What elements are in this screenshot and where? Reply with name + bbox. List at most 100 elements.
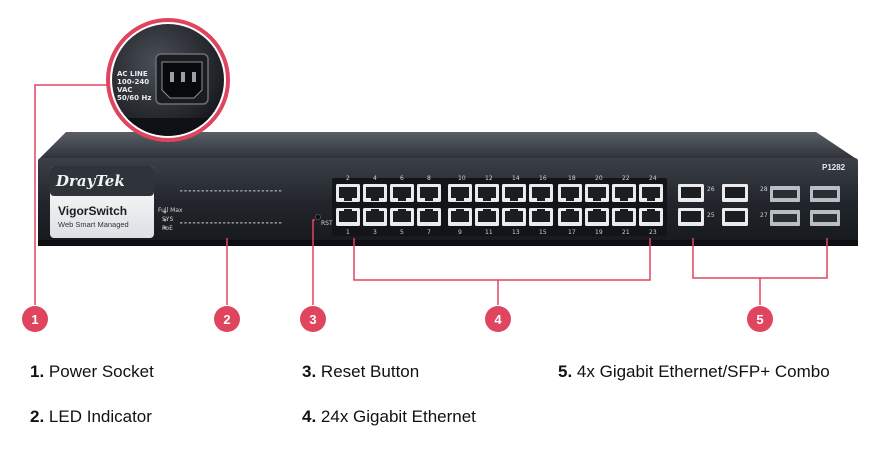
legend-number: 2 — [30, 407, 40, 426]
rj45-port-latch — [620, 198, 628, 201]
led-label-sys: SYS — [162, 216, 174, 223]
rj45-port-latch — [344, 198, 352, 201]
rj45-port-cavity — [588, 211, 606, 222]
port-number-top: 24 — [649, 175, 657, 182]
led-dot — [214, 222, 217, 224]
port-number-top: 18 — [568, 175, 576, 182]
product-subtitle: Web Smart Managed — [58, 220, 129, 229]
port-number-top: 22 — [622, 175, 630, 182]
brand-logo: DrayTek — [56, 172, 125, 190]
led-dot — [227, 222, 230, 224]
product-name: VigorSwitch — [58, 204, 128, 218]
led-dot — [274, 190, 277, 192]
port-number-top: 20 — [595, 175, 603, 182]
rj45-port-cavity — [615, 211, 633, 222]
led-dot — [218, 222, 222, 224]
led-dot — [244, 222, 247, 224]
power-label-line-1: AC LINE — [117, 70, 148, 78]
ethernet-ports — [332, 178, 667, 236]
port-number-top: 10 — [458, 175, 466, 182]
legend-text: Reset Button — [316, 362, 420, 381]
rj45-port-latch — [456, 209, 464, 212]
port-number-top: 12 — [485, 175, 493, 182]
port-number-top: 14 — [512, 175, 520, 182]
port-number-bottom: 7 — [427, 229, 431, 236]
brand-badge-top — [50, 166, 154, 196]
rj45-port-cavity — [393, 211, 411, 222]
legend-number: 4 — [302, 407, 312, 426]
status-led — [163, 218, 167, 222]
port-group — [554, 178, 667, 236]
led-dot — [197, 190, 200, 192]
sfp-slot-opening — [813, 190, 837, 198]
led-dot — [227, 190, 230, 192]
led-dot — [205, 190, 209, 192]
power-label-line-2: 100-240 VAC — [117, 78, 150, 94]
rj45-port-cavity — [339, 211, 357, 222]
led-dot — [244, 190, 247, 192]
rj45-port-latch — [483, 198, 491, 201]
led-dot — [192, 222, 196, 224]
callout-line-3 — [312, 219, 315, 305]
led-label-fullmax: Full Max — [158, 207, 183, 214]
rj45-port-cavity — [615, 187, 633, 198]
port-number-bottom: 1 — [346, 229, 350, 236]
marker-4: 4 — [485, 306, 511, 332]
rj45-port-latch — [371, 209, 379, 212]
led-dot — [248, 222, 252, 224]
led-dot — [231, 222, 234, 224]
legend-text: 4x Gigabit Ethernet/SFP+ Combo — [572, 362, 830, 381]
sfp-slot-opening — [773, 214, 797, 222]
rj45-port-cavity — [478, 211, 496, 222]
led-dot — [270, 190, 273, 192]
rj45-port-latch — [510, 198, 518, 201]
led-dot — [214, 190, 217, 192]
led-dot — [205, 222, 209, 224]
legend-text: Power Socket — [44, 362, 154, 381]
led-dot — [266, 222, 269, 224]
led-dot — [223, 222, 226, 224]
rj45-port-cavity — [588, 187, 606, 198]
rj45-port-cavity — [642, 211, 660, 222]
led-dot — [180, 222, 183, 224]
rj45-port-cavity — [451, 211, 469, 222]
combo-ports — [678, 184, 840, 226]
rj45-port-cavity — [561, 187, 579, 198]
port-group — [444, 178, 557, 236]
led-dot — [184, 222, 187, 224]
led-dot — [218, 190, 222, 192]
legend-number: 5 — [558, 362, 568, 381]
port-number-bottom: 9 — [458, 229, 462, 236]
rj45-port-latch — [566, 198, 574, 201]
led-dot — [201, 222, 204, 224]
marker-2: 2 — [214, 306, 240, 332]
legend-separator: . — [567, 362, 573, 381]
rj45-port-latch — [647, 198, 655, 201]
led-dot — [253, 190, 256, 192]
port-number-top: 2 — [346, 175, 350, 182]
port-number-top: 16 — [539, 175, 547, 182]
led-dot — [235, 190, 239, 192]
rj45-port-latch — [398, 209, 406, 212]
led-dot — [240, 190, 243, 192]
led-dot — [197, 222, 200, 224]
combo-port-number: 26 — [707, 186, 715, 193]
reset-hole — [315, 214, 321, 220]
led-dot — [278, 190, 282, 192]
status-led — [163, 226, 167, 230]
led-dot — [235, 222, 239, 224]
rj45-port-latch — [371, 198, 379, 201]
rj45-port-cavity — [451, 187, 469, 198]
rj45-port-cavity — [366, 211, 384, 222]
led-label-poe: PoE — [162, 225, 173, 232]
port-group — [332, 178, 445, 236]
rj45-port-latch — [647, 209, 655, 212]
led-dot — [261, 222, 265, 224]
rj45-port-latch — [425, 198, 433, 201]
port-number-bottom: 19 — [595, 229, 603, 236]
rj45-port-cavity — [642, 187, 660, 198]
legend-item-reset-button: 3. Reset Button — [302, 362, 419, 382]
sfp-slot-opening — [813, 214, 837, 222]
rj45-port-latch — [537, 209, 545, 212]
port-number-bottom: 17 — [568, 229, 576, 236]
